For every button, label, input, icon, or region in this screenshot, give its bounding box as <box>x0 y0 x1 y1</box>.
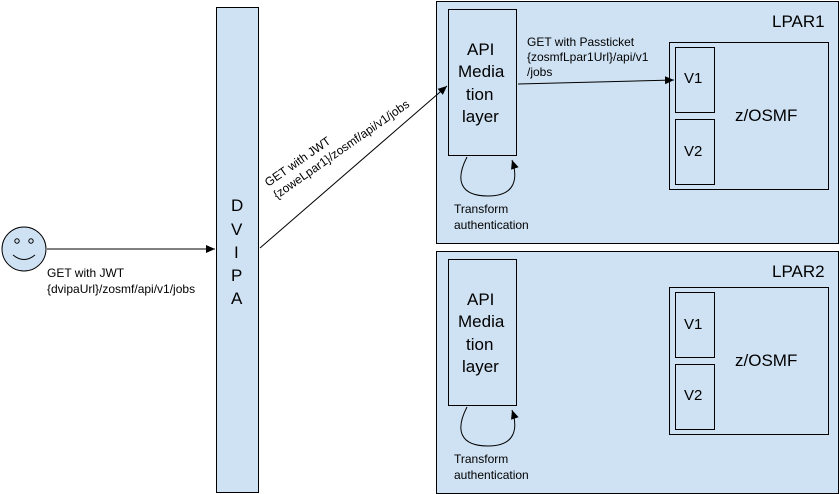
lpar2-api-line-3: tion <box>466 335 494 354</box>
dvipa-to-lpar1-arrow <box>259 85 448 249</box>
lpar2-v1-box <box>675 292 715 358</box>
lpar1-v1-label: V1 <box>684 70 703 87</box>
lpar2-v2-box <box>675 364 715 430</box>
lpar2-api-line-2: Media <box>458 312 505 331</box>
lpar1-api-line-4: layer <box>462 107 499 126</box>
passticket-label-line-3: /jobs <box>527 65 553 79</box>
lpar1-transform-line-1: Transform <box>454 202 509 216</box>
lpar2-api-line-1: API <box>467 290 495 309</box>
dvipa-box <box>216 7 259 493</box>
lpar2-api-mediation-layer <box>448 259 517 406</box>
passticket-label-line-2: {zosmfLpar1Url}/api/v1 <box>527 50 649 64</box>
lpar1-title: LPAR1 <box>772 12 825 31</box>
lpar1-zosmf-label: z/OSMF <box>735 106 798 125</box>
lpar1-v1-box <box>675 47 715 113</box>
passticket-label-line-1: GET with Passticket <box>527 35 635 49</box>
lpar2-title: LPAR2 <box>772 262 825 281</box>
lpar1-transform-loop <box>460 156 519 197</box>
lpar1-transform-line-2: authentication <box>454 218 529 232</box>
lpar1-v2-label: V2 <box>684 143 703 160</box>
dvipa-letter-4: P <box>231 266 243 285</box>
lpar1-api-mediation-layer <box>448 9 517 156</box>
lpar2-v2-label: V2 <box>684 387 703 404</box>
lpar1-v2-box <box>675 119 715 185</box>
lpar2-zosmf-label: z/OSMF <box>735 351 798 370</box>
api-to-v1-arrow <box>517 76 675 85</box>
dvipa-letter-3: I <box>234 243 239 262</box>
user-request-line-2: {dvipaUrl}/zosmf/api/v1/jobs <box>47 282 196 296</box>
dvipa-letter-2: V <box>231 220 243 239</box>
lpar2-transform-line-2: authentication <box>454 468 529 482</box>
lpar2-v1-label: V1 <box>684 316 703 333</box>
lpar2-api-line-4: layer <box>462 357 499 376</box>
lpar1-api-line-3: tion <box>466 85 494 104</box>
lpar1-api-line-1: API <box>467 40 495 59</box>
dvipa-letter-5: A <box>231 289 243 308</box>
user-smiley-icon <box>1 226 47 272</box>
user-request-line-1: GET with JWT <box>47 266 125 280</box>
lpar1-api-line-2: Media <box>458 62 505 81</box>
lpar2-transform-line-1: Transform <box>454 452 509 466</box>
dvipa-letter-1: D <box>231 196 244 215</box>
lpar2-transform-loop <box>460 406 519 447</box>
